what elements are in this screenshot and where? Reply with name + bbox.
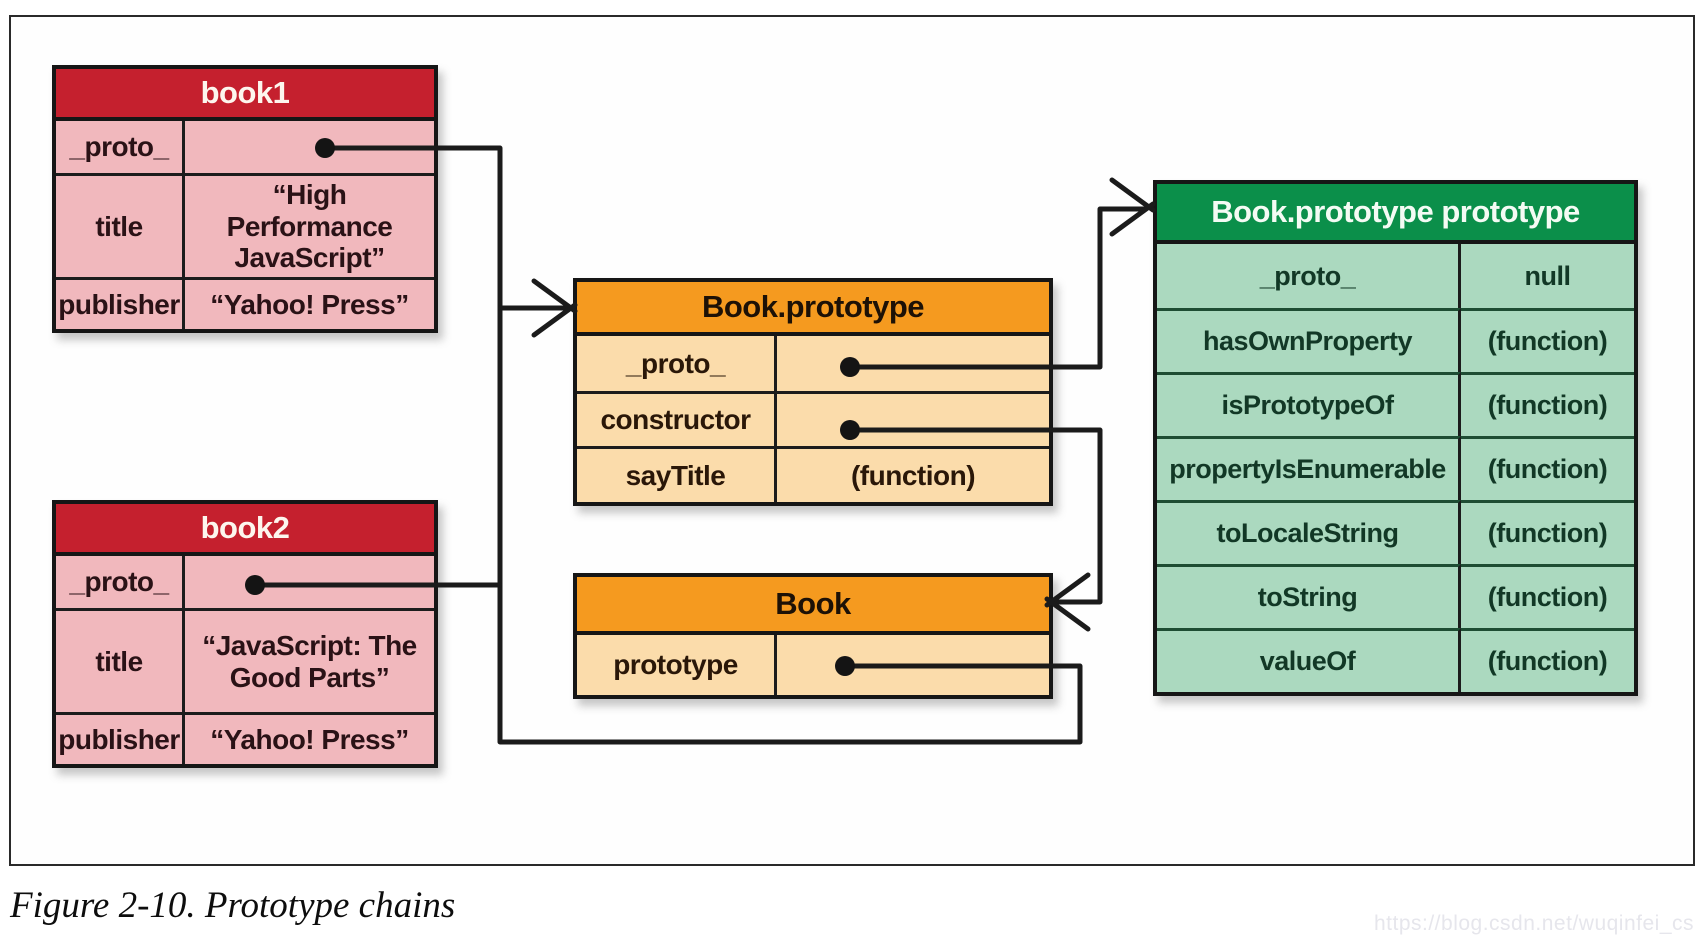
property-value-cell: (function) bbox=[1461, 564, 1634, 628]
property-value-cell: (function) bbox=[1461, 436, 1634, 500]
property-name-cell: sayTitle bbox=[577, 446, 777, 502]
property-name-cell: _proto_ bbox=[56, 121, 185, 173]
pointer-value-cell bbox=[185, 121, 434, 173]
object-table-book-prototype-prototype: Book.prototype prototype _proto_ null ha… bbox=[1153, 180, 1638, 696]
table-rows: _proto_ constructor sayTitle (function) bbox=[577, 336, 1049, 502]
table-title: book1 bbox=[56, 69, 434, 121]
table-title: book2 bbox=[56, 504, 434, 556]
property-value-cell: (function) bbox=[1461, 308, 1634, 372]
property-name-cell: publisher bbox=[56, 712, 185, 764]
property-name-cell: propertyIsEnumerable bbox=[1157, 436, 1461, 500]
watermark-url: https://blog.csdn.net/wuqinfei_cs bbox=[1373, 912, 1694, 935]
property-name-cell: title bbox=[56, 608, 185, 712]
property-name-cell: _proto_ bbox=[577, 336, 777, 391]
pointer-value-cell bbox=[777, 336, 1049, 391]
property-name-cell: _proto_ bbox=[56, 556, 185, 608]
property-name-cell: toString bbox=[1157, 564, 1461, 628]
table-rows: _proto_ null hasOwnProperty (function) i… bbox=[1157, 244, 1634, 692]
property-name-cell: constructor bbox=[577, 391, 777, 446]
object-table-book2: book2 _proto_ title “JavaScript: The Goo… bbox=[52, 500, 438, 768]
object-table-book1: book1 _proto_ title “High Performance Ja… bbox=[52, 65, 438, 333]
pointer-value-cell bbox=[777, 635, 1049, 695]
object-table-book-prototype: Book.prototype _proto_ constructor sayTi… bbox=[573, 278, 1053, 506]
table-rows: _proto_ title “JavaScript: The Good Part… bbox=[56, 556, 434, 764]
property-name-cell: isPrototypeOf bbox=[1157, 372, 1461, 436]
pointer-value-cell bbox=[777, 391, 1049, 446]
property-name-cell: toLocaleString bbox=[1157, 500, 1461, 564]
property-name-cell: title bbox=[56, 173, 185, 277]
property-value-cell: “Yahoo! Press” bbox=[185, 712, 434, 764]
table-title: Book.prototype prototype bbox=[1157, 184, 1634, 244]
property-name-cell: hasOwnProperty bbox=[1157, 308, 1461, 372]
table-title: Book bbox=[577, 577, 1049, 635]
property-name-cell: valueOf bbox=[1157, 628, 1461, 692]
property-value-cell: (function) bbox=[1461, 500, 1634, 564]
object-table-book-constructor: Book prototype bbox=[573, 573, 1053, 699]
pointer-value-cell bbox=[185, 556, 434, 608]
property-value-cell: (function) bbox=[777, 446, 1049, 502]
table-title: Book.prototype bbox=[577, 282, 1049, 336]
property-name-cell: prototype bbox=[577, 635, 777, 695]
property-value-cell: “Yahoo! Press” bbox=[185, 277, 434, 329]
property-value-cell: null bbox=[1461, 244, 1634, 308]
property-name-cell: publisher bbox=[56, 277, 185, 329]
table-rows: prototype bbox=[577, 635, 1049, 695]
property-value-cell: (function) bbox=[1461, 628, 1634, 692]
table-rows: _proto_ title “High Performance JavaScri… bbox=[56, 121, 434, 329]
property-value-cell: “High Performance JavaScript” bbox=[185, 173, 434, 277]
property-value-cell: “JavaScript: The Good Parts” bbox=[185, 608, 434, 712]
property-value-cell: (function) bbox=[1461, 372, 1634, 436]
property-name-cell: _proto_ bbox=[1157, 244, 1461, 308]
figure-caption: Figure 2-10. Prototype chains bbox=[10, 885, 456, 926]
